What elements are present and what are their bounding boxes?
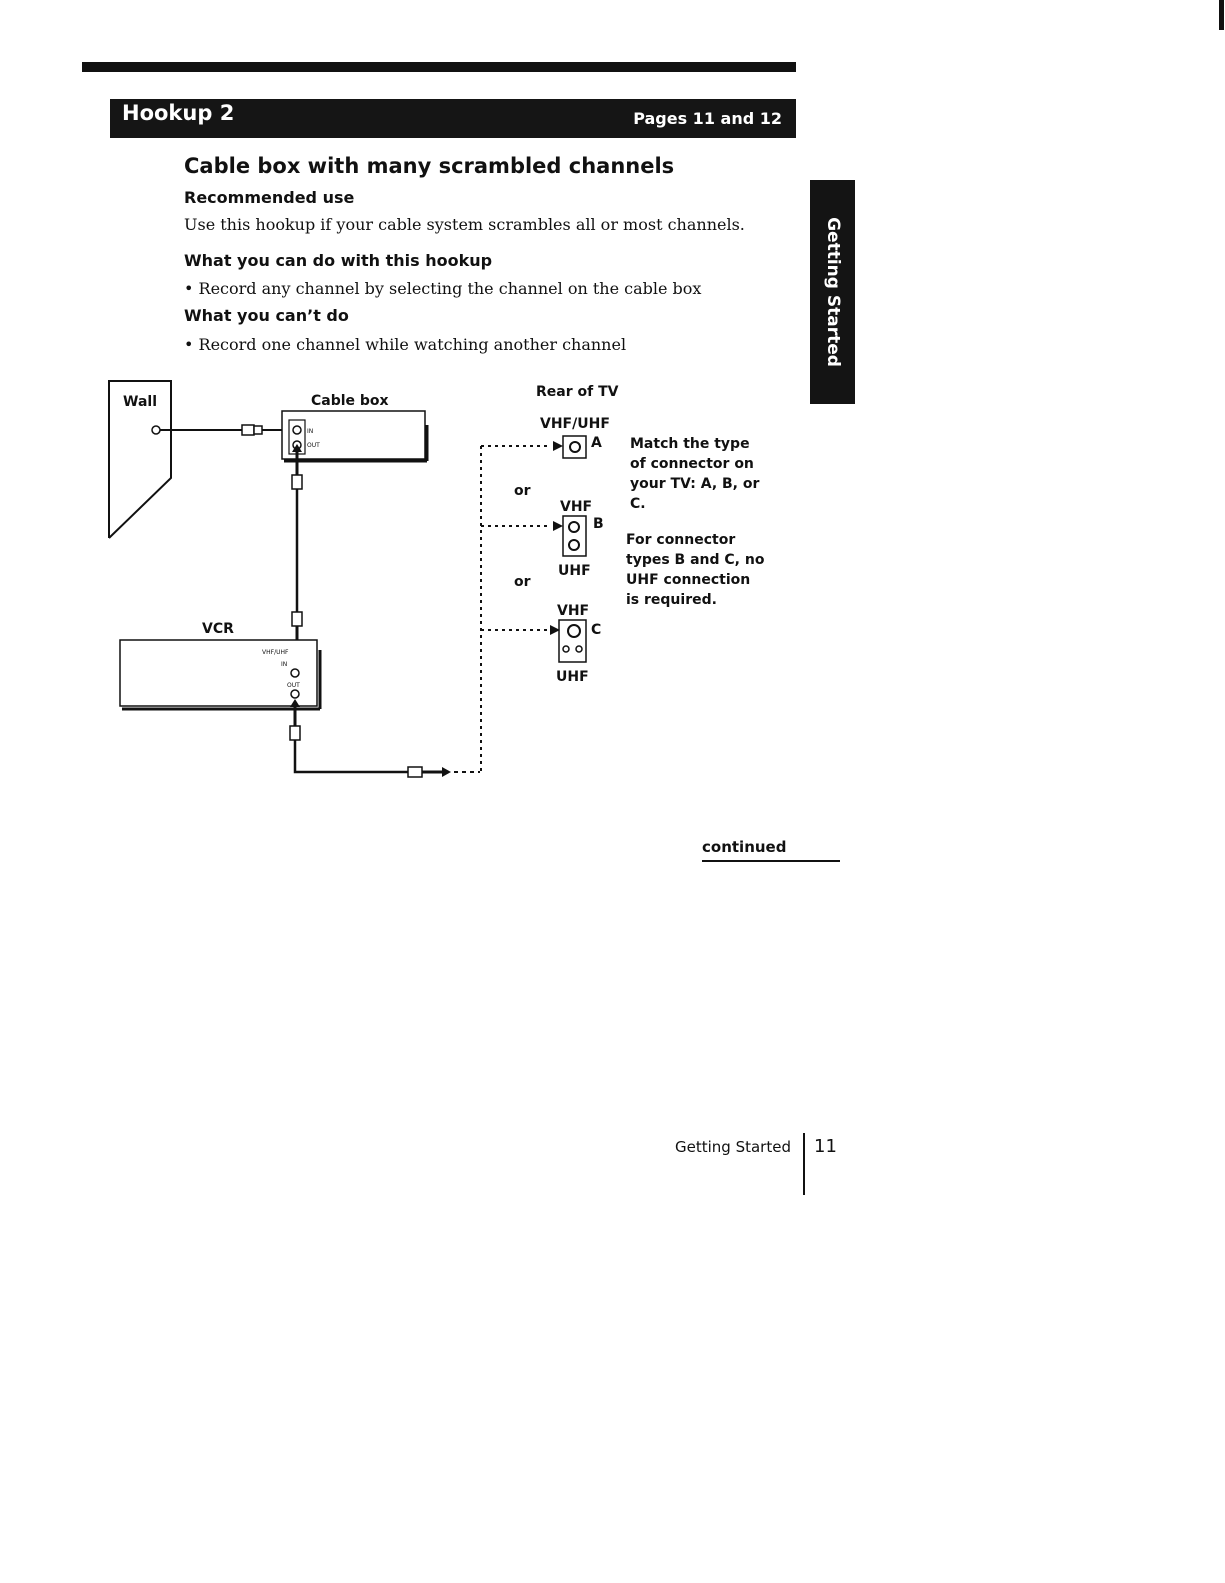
coax-plug-icon	[289, 725, 301, 741]
banner-title: Hookup 2	[122, 101, 235, 125]
wall-label: Wall	[123, 394, 157, 410]
note-uhf-not-required: For connector types B and C, no UHF conn…	[626, 530, 764, 610]
coax-plug-icon	[241, 424, 255, 436]
tv-connector-c: VHF C UHF	[550, 603, 601, 685]
arrow-icon	[550, 625, 560, 635]
recommended-use-text: Use this hookup if your cable system scr…	[184, 215, 745, 234]
arrow-icon	[553, 521, 563, 531]
arrow-icon	[442, 767, 451, 777]
note-line: your TV: A, B, or	[630, 476, 760, 492]
subhead-recommended-use: Recommended use	[184, 188, 355, 207]
connector-b-letter: B	[593, 516, 604, 532]
note-match-connector: Match the type of connector on your TV: …	[630, 434, 759, 514]
can-do-item: • Record any channel by selecting the ch…	[184, 279, 702, 298]
cable-out-label: OUT	[307, 442, 320, 449]
cablebox-vcr-cable	[291, 444, 303, 667]
continued-label: continued	[702, 838, 787, 856]
arrow-icon	[553, 441, 563, 451]
vcr-in-label: IN	[281, 661, 287, 668]
vcr-out-jack-icon	[290, 689, 300, 699]
banner-pages: Pages 11 and 12	[633, 109, 782, 128]
connector-c-uhf-terminal-icon	[575, 645, 583, 653]
or-label: or	[514, 574, 531, 590]
connector-b-vhf-label: VHF	[560, 499, 592, 515]
note-line: of connector on	[630, 456, 754, 472]
vcr: VCR VHF/UHF IN OUT	[119, 621, 322, 711]
top-rule	[82, 62, 796, 72]
vcr-label: VCR	[202, 621, 234, 637]
page-heading: Cable box with many scrambled channels	[184, 154, 675, 178]
connector-b-vhf-jack-icon	[568, 521, 580, 533]
page-number: 11	[814, 1136, 837, 1157]
tv-connector-b: VHF B UHF	[553, 499, 604, 579]
connector-b-uhf-label: UHF	[558, 563, 591, 579]
connector-a-letter: A	[591, 435, 602, 451]
page-edge-mark	[1219, 0, 1224, 30]
note-line: is required.	[626, 592, 717, 608]
vcr-in-jack-icon	[290, 668, 300, 678]
connector-c-vhf-jack-icon	[567, 624, 581, 638]
cable-in-jack-icon	[292, 425, 302, 435]
footer-divider	[803, 1133, 805, 1195]
note-line: UHF connection	[626, 572, 751, 588]
cant-do-item: • Record one channel while watching anot…	[184, 335, 627, 354]
vcr-out-label: OUT	[287, 682, 300, 689]
tv-routing-dotted	[480, 445, 550, 772]
note-line: types B and C, no	[626, 552, 765, 568]
wall-outlet-icon	[151, 425, 161, 435]
subhead-what-you-can-do: What you can do with this hookup	[184, 251, 493, 270]
or-label: or	[514, 483, 531, 499]
coax-plug-icon	[407, 766, 423, 778]
coax-plug-icon	[291, 474, 303, 490]
tv-connector-a: VHF/UHF A	[540, 416, 610, 459]
continued-rule	[702, 860, 840, 862]
section-banner: Hookup 2 Pages 11 and 12	[110, 99, 796, 138]
coax-plug-icon	[291, 611, 303, 627]
connector-b-uhf-jack-icon	[568, 539, 580, 551]
connector-c-uhf-terminal-icon	[562, 645, 570, 653]
connector-a-jack-icon	[569, 441, 581, 453]
connector-c-uhf-label: UHF	[556, 669, 589, 685]
rear-of-tv-label: Rear of TV	[536, 384, 619, 400]
cable-in-label: IN	[307, 428, 313, 435]
connector-c-letter: C	[591, 622, 601, 638]
vcr-vhfuhf-label: VHF/UHF	[262, 649, 289, 656]
vcr-tv-cable	[289, 699, 480, 778]
footer-section-name: Getting Started	[675, 1138, 791, 1156]
note-line: C.	[630, 496, 646, 512]
cable-box: Cable box IN OUT	[281, 393, 429, 463]
wall: Wall	[108, 380, 172, 539]
subhead-what-you-cant-do: What you can’t do	[184, 306, 349, 325]
note-line: For connector	[626, 532, 736, 548]
side-tab: Getting Started	[810, 180, 855, 404]
connector-c-vhf-label: VHF	[557, 603, 589, 619]
note-line: Match the type	[630, 436, 750, 452]
cable-box-label: Cable box	[311, 393, 389, 409]
connector-a-type-label: VHF/UHF	[540, 416, 610, 432]
wall-cable	[160, 424, 295, 436]
